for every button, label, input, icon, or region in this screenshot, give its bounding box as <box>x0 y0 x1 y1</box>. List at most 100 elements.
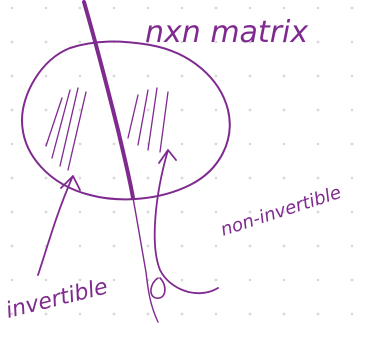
grid-dot <box>78 176 82 180</box>
grid-dot <box>10 210 14 214</box>
grid-dot <box>248 142 252 146</box>
grid-dot <box>316 142 320 146</box>
grid-dot <box>214 244 218 248</box>
label-invertible: invertible <box>3 274 110 323</box>
grid-dot <box>78 244 82 248</box>
arrow-loop <box>150 277 166 299</box>
grid-dot <box>248 74 252 78</box>
grid-dot <box>146 176 150 180</box>
grid-dot <box>78 142 82 146</box>
grid-dot <box>350 74 354 78</box>
grid-dot <box>112 312 116 316</box>
grid-dot <box>78 210 82 214</box>
arrow-invertible <box>37 175 81 276</box>
grid-dot <box>180 210 184 214</box>
partition-line <box>82 0 135 200</box>
grid-dot <box>112 74 116 78</box>
grid-dot <box>316 210 320 214</box>
grid-dot <box>180 6 184 10</box>
diagram-title: nxn matrix <box>145 15 308 50</box>
grid-dot <box>146 74 150 78</box>
grid-dot <box>282 176 286 180</box>
grid-dot <box>350 142 354 146</box>
bracket-line <box>132 197 159 323</box>
grid-dot <box>44 176 48 180</box>
grid-dot <box>316 312 320 316</box>
grid-dot <box>112 210 116 214</box>
grid-dot <box>214 74 218 78</box>
grid-dot <box>350 244 354 248</box>
grid-dot <box>350 40 354 44</box>
grid-dot <box>248 210 252 214</box>
grid-dot <box>180 74 184 78</box>
grid-dot <box>282 74 286 78</box>
grid-dot <box>248 244 252 248</box>
grid-dot <box>180 142 184 146</box>
grid-dot <box>44 40 48 44</box>
grid-dot <box>350 312 354 316</box>
grid-dot <box>146 244 150 248</box>
grid-dot <box>248 312 252 316</box>
grid-dot <box>350 210 354 214</box>
grid-dot <box>10 142 14 146</box>
grid-dot <box>248 6 252 10</box>
grid-dot <box>112 6 116 10</box>
grid-dot <box>214 108 218 112</box>
grid-dot <box>180 312 184 316</box>
grid-dot <box>44 74 48 78</box>
grid-dot <box>248 278 252 282</box>
grid-dot <box>78 312 82 316</box>
grid-dot <box>316 40 320 44</box>
grid-dot <box>248 176 252 180</box>
grid-dot <box>214 278 218 282</box>
grid-dot <box>248 108 252 112</box>
grid-dot <box>10 6 14 10</box>
grid-dot <box>282 278 286 282</box>
grid-dot <box>214 142 218 146</box>
grid-dot <box>350 108 354 112</box>
grid-dot <box>214 312 218 316</box>
grid-dot <box>78 74 82 78</box>
grid-dot <box>316 6 320 10</box>
grid-dot <box>78 278 82 282</box>
grid-dot <box>282 244 286 248</box>
label-non-invertible: non-invertible <box>218 182 344 241</box>
grid-dot <box>44 312 48 316</box>
grid-dot <box>10 74 14 78</box>
grid-dot <box>316 108 320 112</box>
grid-dot <box>10 108 14 112</box>
grid-dot <box>214 210 218 214</box>
grid-dot <box>146 210 150 214</box>
grid-dot <box>350 176 354 180</box>
grid-dot <box>10 176 14 180</box>
grid-dot <box>214 6 218 10</box>
grid-dot <box>112 244 116 248</box>
hatch-right <box>127 87 169 153</box>
grid-dot <box>316 278 320 282</box>
grid-dot <box>282 312 286 316</box>
grid-dot <box>112 142 116 146</box>
grid-dot <box>10 40 14 44</box>
grid-dot <box>180 176 184 180</box>
grid-dot <box>180 244 184 248</box>
grid-dot <box>248 40 252 44</box>
grid-dot <box>282 210 286 214</box>
grid-dot <box>112 278 116 282</box>
arrow-non-invertible <box>153 149 219 295</box>
grid-dot <box>78 108 82 112</box>
grid-dot <box>316 74 320 78</box>
grid-dot <box>180 108 184 112</box>
grid-dot <box>78 6 82 10</box>
grid-dot <box>146 312 150 316</box>
grid-dot <box>44 278 48 282</box>
grid-dot <box>316 244 320 248</box>
hatch-left <box>45 87 87 171</box>
grid-dot <box>282 108 286 112</box>
grid-dot <box>282 40 286 44</box>
grid-dot <box>146 6 150 10</box>
grid-dot <box>282 142 286 146</box>
